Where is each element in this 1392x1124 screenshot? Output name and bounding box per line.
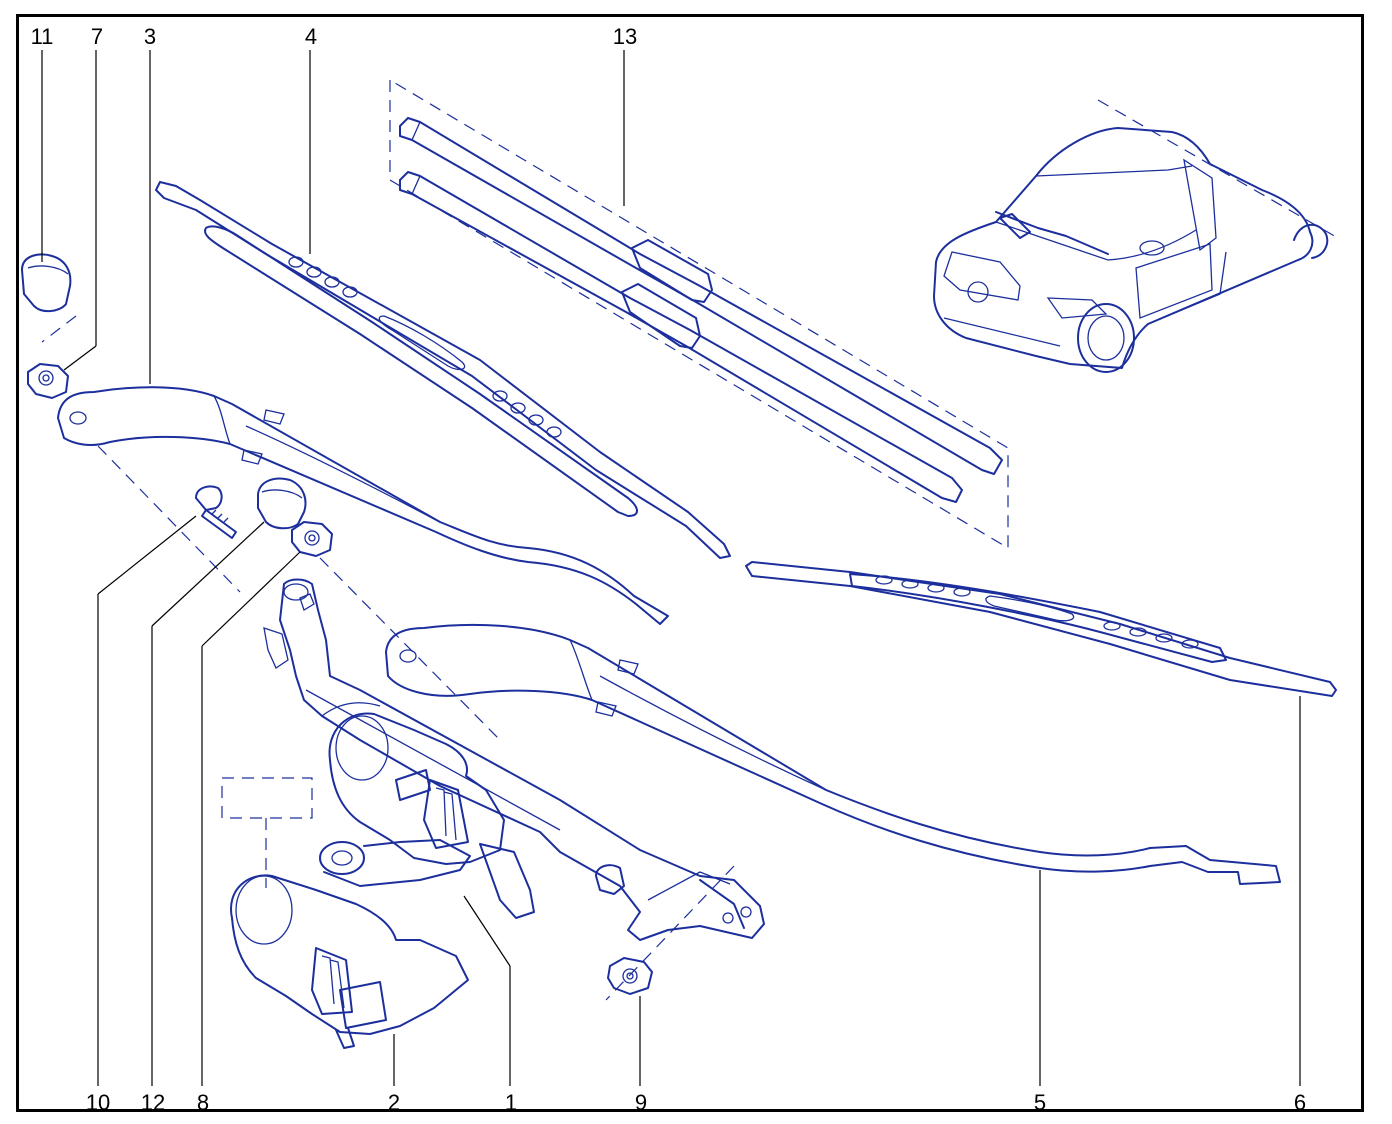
part-13-blade-refills (389, 78, 1009, 550)
callout-10: 10 (85, 1090, 111, 1115)
callout-13: 13 (612, 24, 638, 49)
part-9-nut (607, 957, 653, 995)
callout-9: 9 (634, 1090, 648, 1115)
callout-leaders (41, 50, 1301, 1086)
part-10-bolt (195, 485, 237, 539)
callout-8: 8 (196, 1090, 210, 1115)
part-3-left-wiper-arm (57, 386, 669, 625)
callout-4: 4 (304, 24, 318, 49)
part-12-cap (257, 477, 307, 530)
part-2-wiper-motor (221, 777, 469, 1049)
callout-2: 2 (387, 1090, 401, 1115)
part-7-nut (27, 363, 69, 399)
part-5-right-wiper-arm (385, 623, 1281, 885)
diagram-frame (16, 14, 1364, 1112)
part-1-wiper-linkage (263, 578, 765, 941)
callout-3: 3 (143, 24, 157, 49)
part-11-cap (21, 253, 72, 312)
part-8-nut (291, 521, 333, 557)
assembly-axes (41, 315, 735, 1001)
part-4-left-wiper-blade (155, 181, 731, 559)
callout-11: 11 (30, 24, 54, 49)
callout-5: 5 (1033, 1090, 1047, 1115)
part-6-right-wiper-blade (745, 561, 1337, 697)
car-illustration (933, 99, 1339, 373)
wiper-motor-mounted (328, 712, 505, 865)
callout-6: 6 (1293, 1090, 1307, 1115)
callout-7: 7 (90, 24, 104, 49)
callout-12: 12 (140, 1090, 166, 1115)
callout-1: 1 (504, 1090, 518, 1115)
